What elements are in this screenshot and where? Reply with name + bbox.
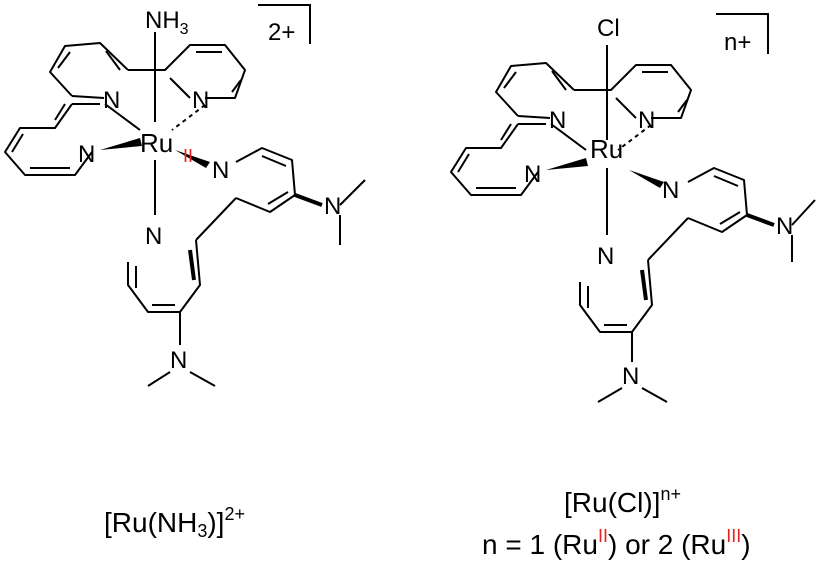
right-n-1: N: [549, 107, 566, 134]
left-complex-labels: NH3 2+ N N N Ru II N N N N: [78, 7, 341, 374]
right-n-4: N: [662, 177, 679, 204]
right-complex-labels: Cl n+ N N N Ru N N N N: [524, 15, 793, 390]
right-terpy-ring-3: [450, 123, 539, 196]
left-terpy-ring-1: [49, 42, 129, 105]
right-terpy-ring-2: [574, 64, 692, 119]
right-terpy-ring-1: [495, 62, 575, 125]
right-amine-n-1: N: [776, 213, 793, 240]
left-caption: [Ru(NH3)]2+: [104, 504, 245, 541]
left-terpy-ring-3: [4, 103, 93, 176]
left-amine-n-1: N: [324, 193, 341, 220]
left-charge: 2+: [268, 19, 295, 46]
right-amine-n-2: N: [622, 363, 639, 390]
right-apical-ligand: Cl: [597, 15, 620, 42]
right-n-2: N: [638, 107, 655, 134]
left-n-4: N: [212, 157, 229, 184]
right-charge-bracket: [716, 13, 769, 54]
right-bipy-ring-1: [687, 167, 816, 262]
left-amine-n-2: N: [170, 347, 187, 374]
right-caption-line-2: n = 1 (RuII) or 2 (RuIII): [482, 526, 751, 560]
left-oxidation-state: II: [183, 146, 193, 166]
left-complex-structure: [4, 32, 366, 387]
left-bipy-ring-1: [235, 147, 366, 245]
right-caption-line-1: [Ru(Cl)]n+: [564, 484, 681, 518]
left-charge-bracket: [258, 4, 311, 44]
left-n-2: N: [192, 87, 209, 114]
left-terpy-ring-2: [128, 44, 246, 99]
right-complex-structure: [450, 45, 816, 403]
left-n-1: N: [103, 87, 120, 114]
left-metal: Ru: [140, 128, 173, 158]
right-n-5: N: [597, 243, 614, 270]
left-n-5: N: [145, 223, 162, 250]
right-bipy-ring-2: [579, 217, 689, 403]
left-apical-ligand: NH3: [145, 7, 189, 38]
right-n-3: N: [524, 161, 541, 188]
right-metal: Ru: [590, 134, 623, 164]
left-n-3: N: [78, 141, 95, 168]
left-bipy-ring-2: [127, 197, 237, 387]
right-charge: n+: [724, 29, 751, 56]
